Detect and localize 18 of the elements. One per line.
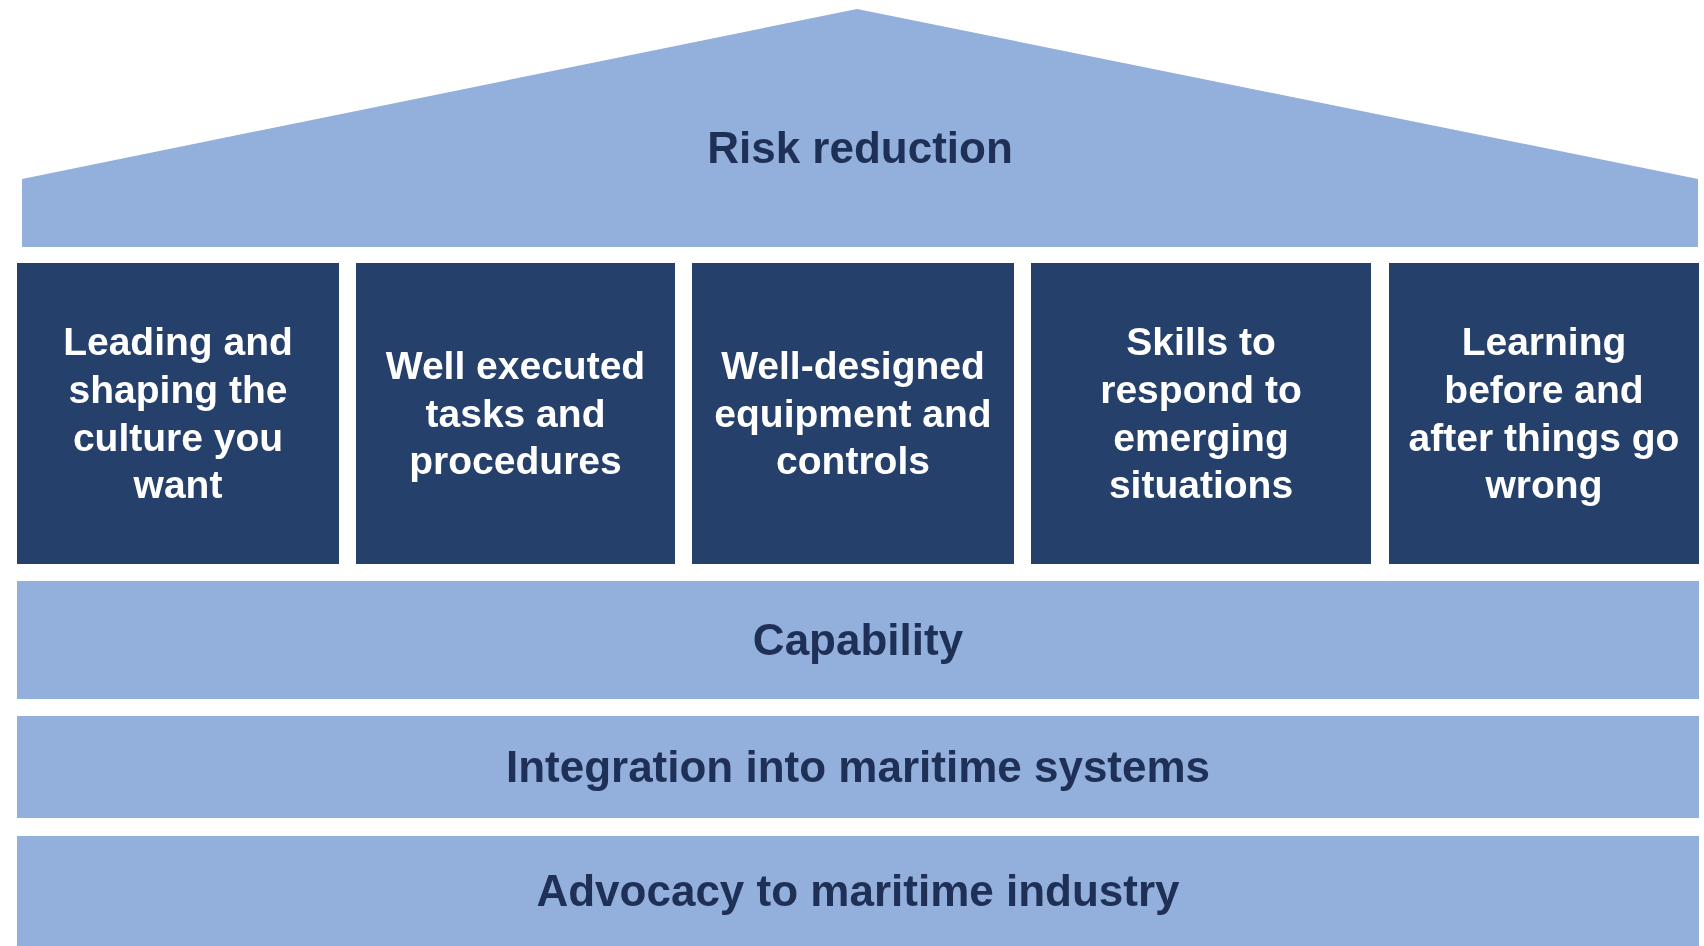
band-label: Capability	[752, 615, 964, 665]
pillar-box	[692, 263, 1014, 564]
pillar-label: Learning before and after things go wrong	[1407, 319, 1681, 509]
roof-shape	[22, 9, 1698, 247]
pillar-label: Well-designed equipment and controls	[713, 343, 993, 485]
pillar-label: Well executed tasks and procedures	[384, 343, 647, 485]
band-label: Integration into maritime systems	[505, 742, 1211, 792]
pillar-box	[17, 263, 339, 564]
foundation-band	[17, 836, 1699, 946]
roof-title: Risk reduction	[707, 123, 1013, 173]
foundation-band	[17, 716, 1699, 818]
pillar-label: Skills to respond to emerging situations	[1099, 319, 1303, 509]
pillar-box	[1389, 263, 1699, 564]
pillar-label: Leading and shaping the culture you want	[62, 319, 294, 509]
pillar-box	[356, 263, 675, 564]
band-label: Advocacy to maritime industry	[536, 866, 1180, 916]
foundation-band	[17, 581, 1699, 699]
pillar-box	[1031, 263, 1371, 564]
